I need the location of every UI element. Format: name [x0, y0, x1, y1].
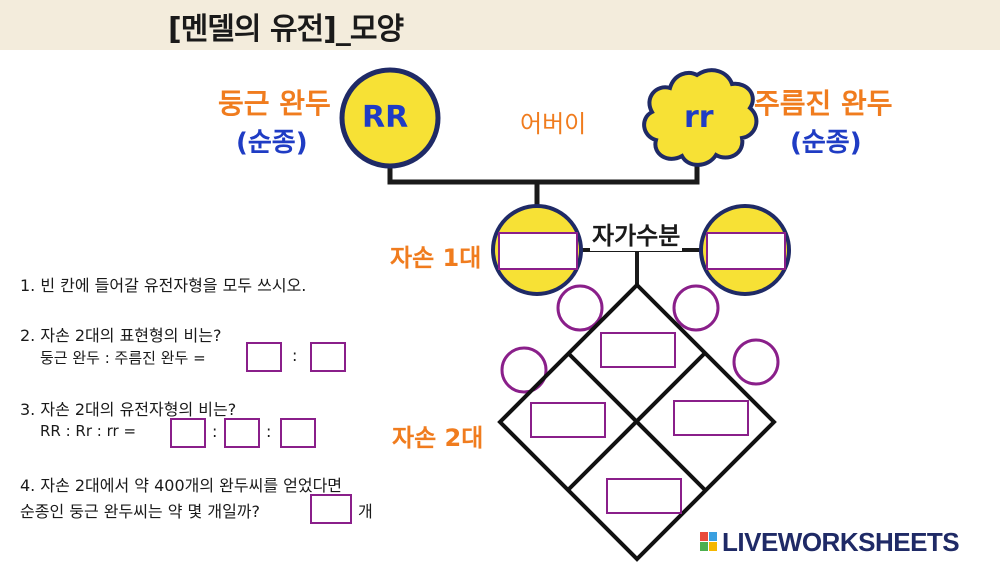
f1-genotype-input-right[interactable]	[706, 232, 786, 270]
question-3: 3. 자손 2대의 유전자형의 비는?	[20, 400, 237, 419]
parent-connector-line	[387, 150, 700, 185]
parent-right-label: 주름진 완두	[754, 87, 893, 120]
parent-left-sub: (순종)	[236, 128, 308, 158]
q2-ratio-input-1[interactable]	[246, 342, 282, 372]
parent-left-genotype: RR	[362, 100, 409, 135]
question-4-line1: 4. 자손 2대에서 약 400개의 완두씨를 얻었다면	[20, 476, 343, 495]
gamete-circle-4	[732, 338, 780, 386]
page-title: [멘델의 유전]_모양	[168, 12, 404, 47]
parent-left-label: 둥근 완두	[218, 87, 331, 120]
liveworksheets-logo-icon	[700, 532, 718, 552]
header-bar	[0, 0, 1000, 50]
punnett-diamond	[497, 282, 777, 562]
parent-right-genotype: rr	[684, 100, 714, 135]
parent-round-pea	[339, 67, 441, 169]
question-1: 1. 빈 칸에 들어갈 유전자형을 모두 쓰시오.	[20, 276, 307, 295]
question-4-line2: 순종인 둥근 완두씨는 약 몇 개일까?	[20, 502, 261, 521]
q3-separator-2: :	[266, 422, 272, 441]
f1-genotype-input-left[interactable]	[498, 232, 578, 270]
question-3-prompt: RR : Rr : rr =	[40, 422, 137, 440]
q4-answer-input[interactable]	[310, 494, 352, 524]
f2-label: 자손 2대	[392, 424, 484, 452]
liveworksheets-logo[interactable]: LIVEWORKSHEETS	[722, 527, 960, 557]
gamete-circle-2	[672, 284, 720, 332]
q3-ratio-input-2[interactable]	[224, 418, 260, 448]
self-pollination-label: 자가수분	[590, 216, 683, 251]
q2-ratio-input-2[interactable]	[310, 342, 346, 372]
q4-unit: 개	[358, 502, 373, 521]
parent-wrinkled-pea	[642, 68, 759, 167]
q3-separator-1: :	[212, 422, 218, 441]
punnett-divider-2	[566, 351, 707, 492]
gamete-circle-3	[500, 346, 548, 394]
question-2-prompt: 둥근 완두 : 주름진 완두 =	[40, 349, 206, 367]
f1-label: 자손 1대	[390, 244, 482, 272]
q3-ratio-input-3[interactable]	[280, 418, 316, 448]
parent-generation-label: 어버이	[520, 110, 587, 138]
punnett-input-left[interactable]	[530, 402, 606, 438]
q2-separator: :	[292, 346, 298, 365]
punnett-input-top[interactable]	[600, 332, 676, 368]
punnett-input-bottom[interactable]	[606, 478, 682, 514]
gamete-circle-1	[556, 284, 604, 332]
punnett-input-right[interactable]	[673, 400, 749, 436]
q3-ratio-input-1[interactable]	[170, 418, 206, 448]
question-2: 2. 자손 2대의 표현형의 비는?	[20, 326, 222, 345]
parent-right-sub: (순종)	[790, 128, 862, 158]
